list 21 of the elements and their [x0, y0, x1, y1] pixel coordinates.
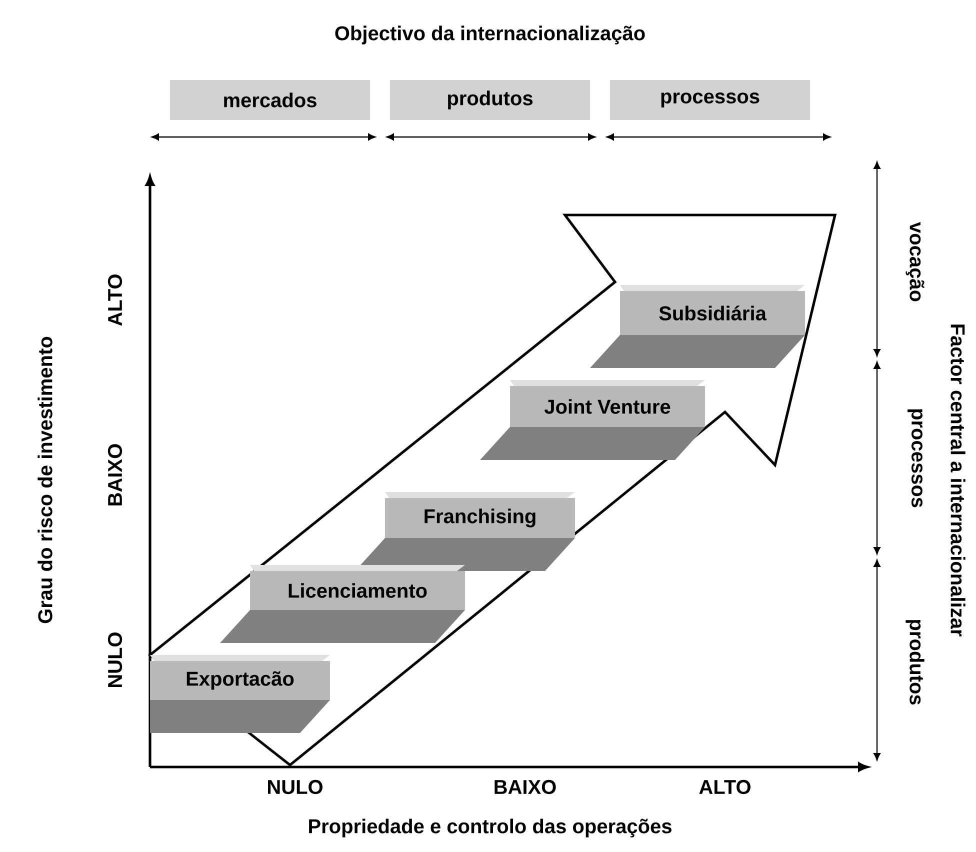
step-block: Subsidiária — [590, 285, 805, 368]
range-label: vocação — [906, 222, 924, 302]
axis-title: Factor central a internacionalizar — [950, 324, 966, 636]
tick-label: NULO — [268, 780, 322, 794]
title: Objectivo da internacionalização — [335, 26, 645, 44]
band-box: mercados — [170, 80, 370, 120]
step-block: Franchising — [355, 492, 575, 571]
band-box: processos — [610, 80, 810, 120]
range-label: produtos — [906, 620, 924, 705]
axis-title: Grau do risco de investimento — [38, 336, 52, 624]
axis-title: Propriedade e controlo das operações — [309, 818, 672, 838]
step-block: Joint Venture — [480, 380, 705, 460]
tick-label: NULO — [108, 632, 122, 687]
range-label: processos — [908, 409, 922, 508]
step-block: Licenciamento — [220, 565, 465, 643]
band-box: produtos — [390, 80, 590, 120]
tick-label: BAIXO — [494, 780, 556, 794]
step-block: Exportacão — [150, 655, 330, 733]
tick-label: ALTO — [699, 780, 750, 794]
tick-label: BAIXO — [108, 444, 122, 506]
tick-label: ALTO — [108, 274, 122, 326]
